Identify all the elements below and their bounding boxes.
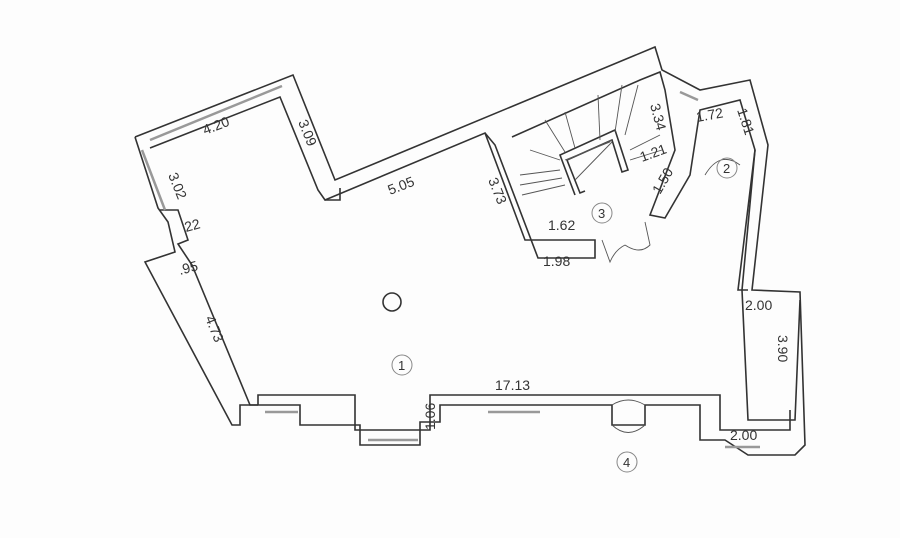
dim-label: 5.05 [385, 173, 416, 198]
room-labels: 1 2 3 4 [391, 157, 738, 473]
dim-label: 2.00 [745, 297, 772, 313]
dim-label: .95 [177, 257, 200, 278]
inner-wall [149, 95, 596, 259]
dim-label: 1.62 [548, 217, 575, 233]
room-number: 2 [723, 161, 730, 176]
room-number: 1 [398, 358, 405, 373]
windows [140, 84, 760, 449]
inner-wall [325, 188, 341, 201]
doors [601, 158, 741, 433]
bottom-inner [257, 394, 791, 431]
right-wall-inner [737, 149, 756, 291]
walls [134, 45, 806, 456]
room-number: 3 [598, 206, 605, 221]
dim-label: 1.50 [649, 165, 677, 197]
dim-label: 3.73 [485, 175, 510, 206]
stair-wall [511, 70, 801, 421]
outer-wall [134, 45, 806, 456]
dimension-labels: 4.20 3.09 3.02 22 .95 5.05 3.73 4.73 17.… [165, 102, 791, 443]
dim-label: 3.02 [165, 170, 190, 201]
dim-label: 17.13 [495, 377, 530, 393]
dim-label: 3.90 [775, 335, 791, 362]
column [382, 292, 402, 312]
room-number: 4 [623, 455, 630, 470]
stairs [519, 84, 663, 196]
dim-label: 1.81 [734, 106, 758, 137]
dim-label: 1.06 [422, 403, 438, 430]
dim-label: 2.00 [730, 427, 757, 443]
dim-label: 22 [183, 215, 202, 235]
left-inner [160, 209, 258, 406]
dim-label: 1.98 [543, 253, 570, 269]
dim-label: 1.72 [695, 104, 725, 125]
dim-label: 4.73 [202, 313, 227, 344]
stair-well [558, 128, 630, 196]
dim-label: 3.34 [647, 102, 670, 133]
